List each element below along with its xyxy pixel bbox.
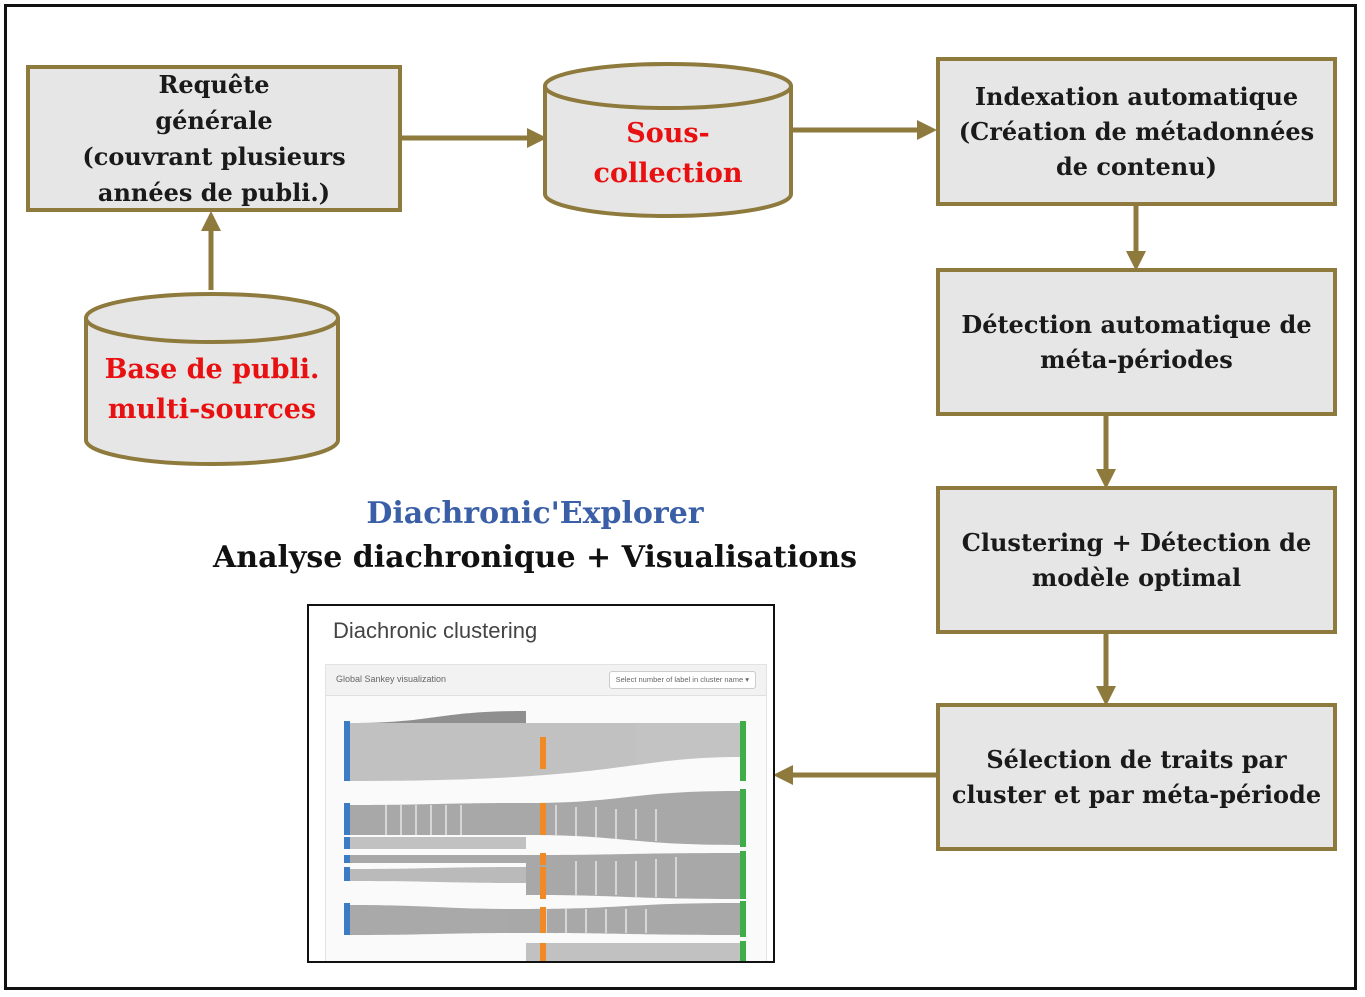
- sankey-flow: [350, 803, 526, 835]
- clustering-box: Clustering + Détection de modèle optimal: [936, 486, 1337, 634]
- sankey-panel: Global Sankey visualization Select numbe…: [325, 664, 767, 961]
- sankey-node-blue: [344, 903, 350, 935]
- sankey-node-green: [740, 789, 746, 847]
- sankey-node-blue: [344, 867, 350, 881]
- screenshot-title: Diachronic clustering: [333, 618, 538, 643]
- sankey-node-blue: [344, 855, 350, 863]
- label-count-select[interactable]: Select number of label in cluster name ▾: [608, 671, 756, 689]
- base-label: Base de publi. multi-sources: [104, 354, 320, 425]
- sankey-flow: [526, 943, 740, 961]
- sankey-node-orange: [540, 737, 546, 769]
- clustering-label: Clustering + Détection de modèle optimal: [961, 528, 1312, 592]
- sankey-flow: [350, 867, 526, 883]
- app-title: Diachronic'Explorer: [366, 496, 704, 531]
- sankey-node-orange: [540, 803, 546, 835]
- sankey-panel-header: Global Sankey visualization Select numbe…: [326, 665, 766, 696]
- base-cylinder: [84, 292, 340, 466]
- sankey-node-green: [740, 851, 746, 899]
- diachronic-screenshot: Diachronic clustering Global Sankey visu…: [307, 604, 775, 963]
- indexation-label: Indexation automatique (Création de méta…: [958, 82, 1315, 181]
- outer-frame: [4, 4, 1357, 990]
- requete-label: Requête générale (couvrant plusieurs ann…: [82, 69, 346, 207]
- sankey-chart: [344, 711, 746, 961]
- sankey-node-blue: [344, 721, 350, 781]
- sankey-flow: [526, 791, 740, 845]
- selection-box: Sélection de traits par cluster et par m…: [936, 703, 1337, 851]
- sous-collection-cylinder: [543, 62, 793, 218]
- sankey-flow: [350, 837, 526, 849]
- sankey-node-orange: [540, 943, 546, 961]
- sankey-node-orange: [540, 867, 546, 899]
- sankey-flow: [350, 905, 526, 935]
- sankey-flow: [350, 855, 526, 863]
- sankey-node-blue: [344, 837, 350, 849]
- sankey-node-green: [740, 901, 746, 937]
- selection-label: Sélection de traits par cluster et par m…: [951, 745, 1322, 809]
- sankey-node-orange: [540, 853, 546, 865]
- detection-label: Détection automatique de méta-périodes: [961, 310, 1312, 374]
- sankey-node-blue: [344, 803, 350, 835]
- sankey-node-orange: [540, 907, 546, 933]
- sankey-node-green: [740, 941, 746, 961]
- sankey-node-green: [740, 721, 746, 781]
- requete-box: Requête générale (couvrant plusieurs ann…: [26, 65, 402, 212]
- detection-box: Détection automatique de méta-périodes: [936, 268, 1337, 416]
- sankey-flow: [526, 903, 740, 935]
- sankey-panel-title: Global Sankey visualization: [336, 674, 447, 684]
- sous-collection-label: Sous- collection: [593, 118, 743, 189]
- sankey-flow: [526, 853, 740, 899]
- app-subtitle: Analyse diachronique + Visualisations: [213, 540, 857, 575]
- indexation-box: Indexation automatique (Création de méta…: [936, 57, 1337, 206]
